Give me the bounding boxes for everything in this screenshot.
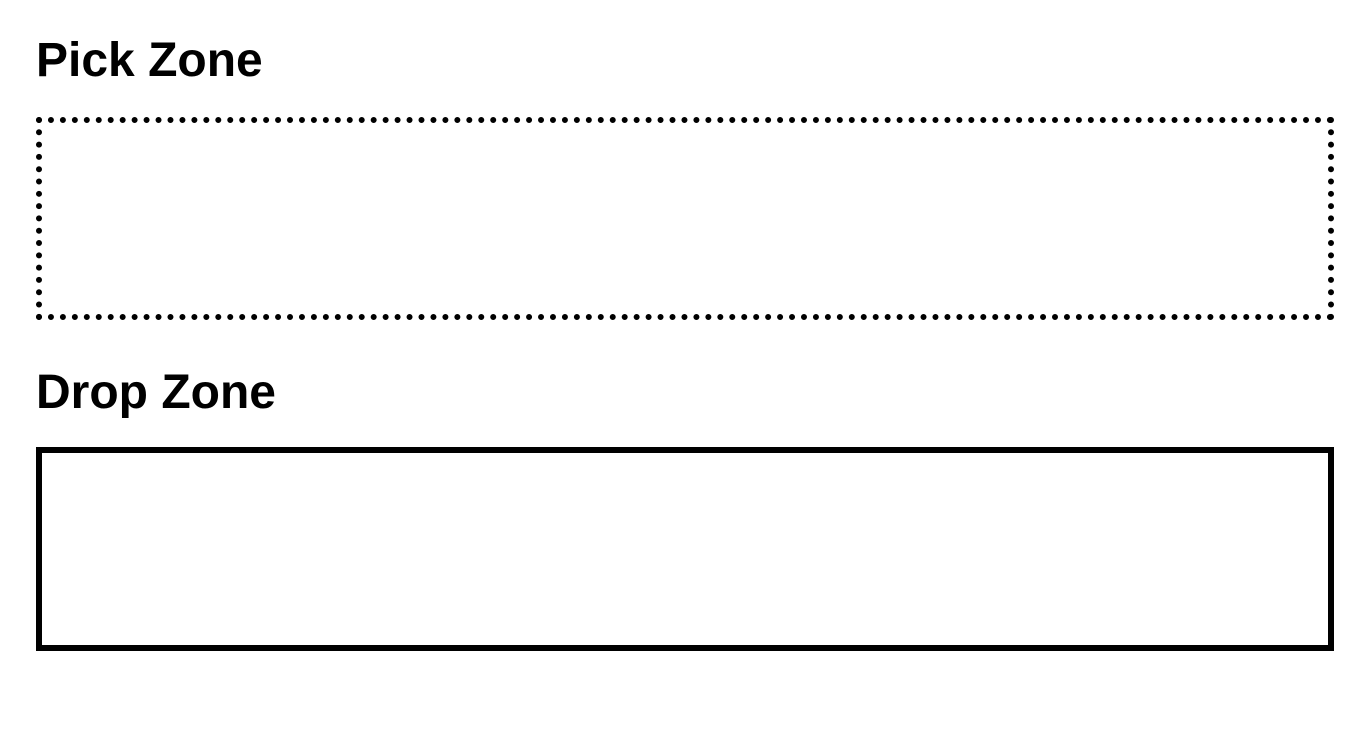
drop-zone[interactable] bbox=[36, 447, 1334, 652]
pick-zone-heading: Pick Zone bbox=[36, 34, 263, 87]
pick-zone[interactable] bbox=[36, 117, 1334, 321]
drop-zone-heading: Drop Zone bbox=[36, 366, 276, 420]
drag-and-drop-page: Pick Zone Drop Zone bbox=[36, 33, 1334, 652]
